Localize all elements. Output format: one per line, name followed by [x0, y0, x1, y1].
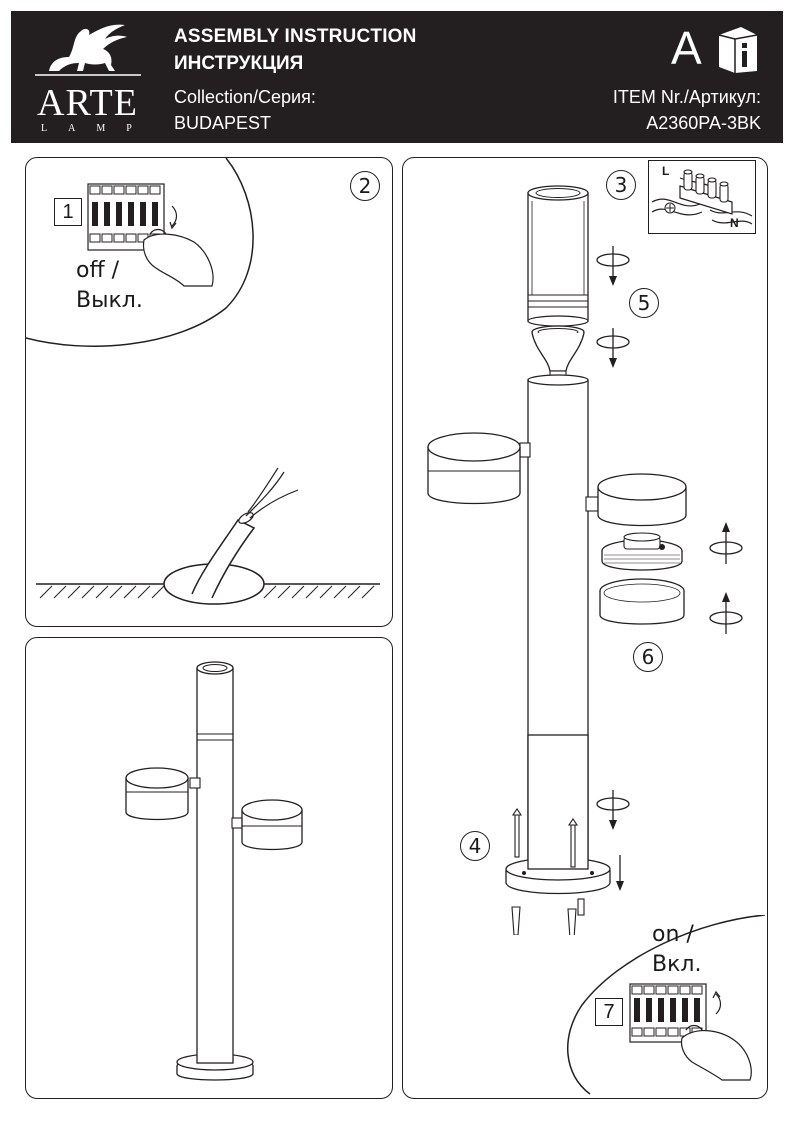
- off-label-line1: off /: [76, 258, 120, 283]
- step-6-circle: 6: [633, 642, 663, 672]
- title-russian: ИНСТРУКЦИЯ: [174, 53, 304, 74]
- terminal-block-icon: [651, 169, 753, 225]
- brand-subtitle: LAMP: [41, 123, 153, 134]
- wire-L-label: L: [662, 164, 670, 178]
- ground-cable-illustration: [36, 467, 380, 605]
- on-label-line2: Вкл.: [652, 952, 702, 977]
- rotate-arrow-icon: [596, 790, 630, 830]
- step-2-circle: 2: [350, 171, 380, 201]
- on-label-line1: on /: [652, 922, 694, 947]
- griffin-logo-icon: [35, 24, 141, 76]
- language-letter: A: [671, 22, 702, 74]
- circuit-breaker-off-icon: [87, 183, 214, 287]
- header-bar: ARTE LAMP ASSEMBLY INSTRUCTION ИНСТРУКЦИ…: [11, 11, 783, 143]
- rotate-arrow-icon: [709, 522, 743, 564]
- step-4-circle: 4: [460, 831, 490, 861]
- item-value: A2360PA-3BK: [646, 113, 761, 133]
- step-5-circle: 5: [629, 288, 659, 318]
- title-english: ASSEMBLY INSTRUCTION: [174, 26, 417, 47]
- rotate-arrow-icon: [596, 328, 630, 368]
- callout-bubble-off: [26, 158, 254, 347]
- step-1-box: 1: [54, 198, 82, 226]
- step-7-box: 7: [595, 998, 623, 1026]
- circuit-breaker-on-icon: [629, 983, 752, 1081]
- collection-value: BUDAPEST: [174, 113, 272, 133]
- collection-label: Collection/Серия:: [174, 87, 316, 107]
- wire-N-label: N: [730, 216, 739, 230]
- rotate-arrow-icon: [709, 592, 743, 634]
- brand-wordmark: ARTE: [37, 82, 138, 124]
- info-book-icon: [718, 27, 758, 73]
- step-3-circle: 3: [606, 170, 636, 200]
- assembled-bollard-illustration: [125, 661, 303, 1081]
- off-label-line2: Выкл.: [76, 288, 143, 313]
- rotate-arrow-icon: [596, 246, 630, 286]
- item-label: ITEM Nr./Артикул:: [612, 87, 761, 107]
- exploded-bollard-illustration: [427, 185, 687, 935]
